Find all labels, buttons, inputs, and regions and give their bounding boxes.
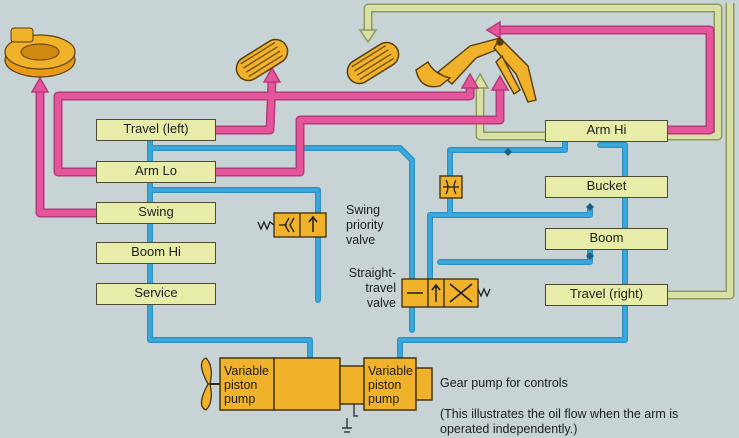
straight-travel-label-line: travel (365, 281, 396, 295)
swing-priority-label-line: valve (346, 233, 376, 247)
control-service: Service (96, 283, 216, 305)
straight-travel-label-line: Straight- (348, 266, 396, 280)
control-arm-lo: Arm Lo (96, 161, 216, 183)
return-arrowhead (358, 29, 378, 44)
swing-priority-valve (257, 212, 327, 238)
pump-assembly (219, 357, 433, 433)
right-pump-label-line: Variable (368, 364, 413, 378)
control-boom-hi: Boom Hi (96, 242, 216, 264)
left-pump-label-line: Variable (224, 364, 269, 378)
control-arm-hi: Arm Hi (545, 120, 668, 142)
excavator-arm-bucket (415, 36, 537, 103)
check-valve-markers (504, 148, 594, 260)
left-track-crawler (235, 38, 289, 82)
right-pump-label: Variable piston pump (368, 364, 413, 406)
control-bucket: Bucket (545, 176, 668, 198)
left-pump-label-line: pump (224, 392, 256, 406)
left-pump-label: Variable piston pump (224, 364, 269, 406)
priority-restrictor (439, 175, 463, 199)
caption: (This illustrates the oil flow when the … (440, 407, 678, 437)
right-pump-label-line: piston (368, 378, 402, 392)
straight-travel-valve (401, 278, 491, 308)
swing-motor-ring (4, 27, 76, 78)
right-pump-label-line: pump (368, 392, 400, 406)
swing-priority-label-line: Swing (346, 203, 381, 217)
swing-priority-label-line: priority (346, 218, 384, 232)
caption-line: operated independently.) (440, 422, 578, 436)
control-swing: Swing (96, 202, 216, 224)
control-travel-right: Travel (right) (545, 284, 668, 306)
left-pump-label-line: piston (224, 378, 258, 392)
straight-travel-label-line: valve (366, 296, 396, 310)
caption-line: (This illustrates the oil flow when the … (440, 407, 679, 421)
straight-travel-valve-label: Straight- travel valve (338, 266, 396, 311)
gear-pump-label: Gear pump for controls (440, 376, 568, 390)
fan-icon (200, 357, 220, 411)
control-travel-left: Travel (left) (96, 119, 216, 141)
swing-priority-valve-label: Swing priority valve (346, 203, 384, 248)
control-boom: Boom (545, 228, 668, 250)
pressure-arrowheads (30, 20, 510, 93)
right-track-crawler (346, 41, 400, 85)
